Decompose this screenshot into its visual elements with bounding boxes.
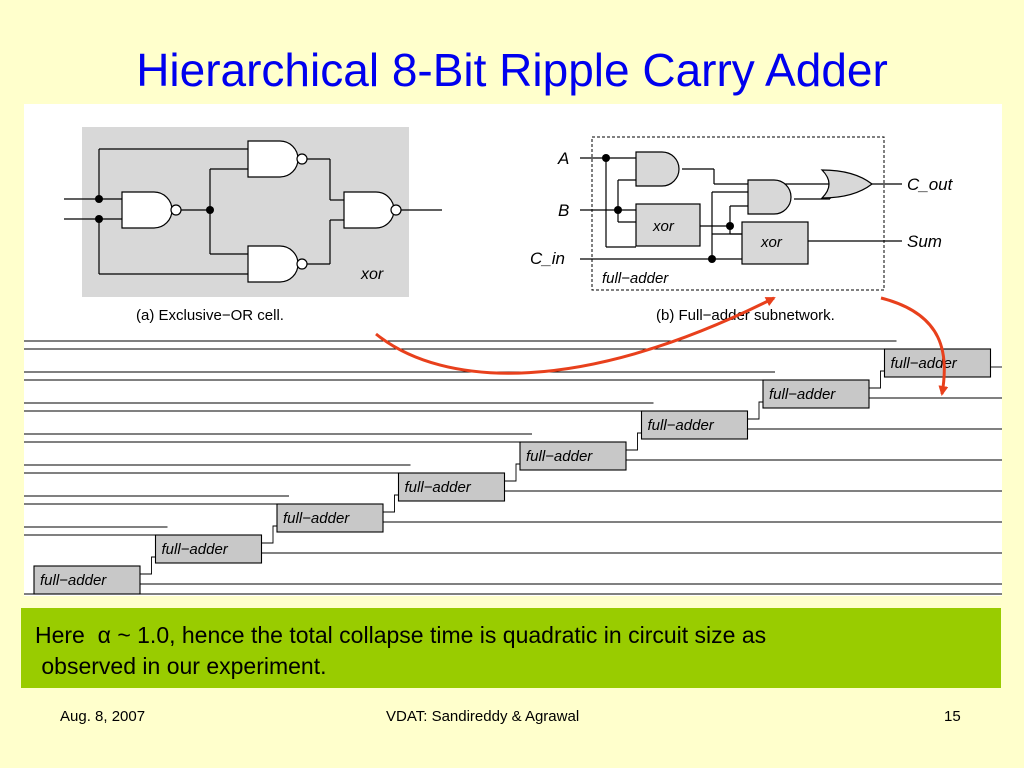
full-adder-block-box	[397, 472, 506, 502]
expand-arrow-left	[375, 296, 776, 375]
full-adder-block: full−adder	[640, 410, 749, 440]
full-adder-diagram: A B C_in C_out Sum xor xor full−adder (b…	[530, 136, 954, 324]
xor-cell-label: xor	[360, 266, 384, 283]
carry-wire	[140, 556, 156, 575]
footer-date: Aug. 8, 2007	[60, 708, 146, 725]
port-a-label: A	[557, 149, 569, 168]
ripple-chain: full−adder full−adder full−adder full−adder…	[24, 340, 1002, 595]
port-c-in-label: C_in	[530, 249, 565, 268]
full-adder-block-label: full−adder	[162, 541, 229, 558]
full-adder-caption: (b) Full−adder subnetwork.	[656, 307, 835, 324]
full-adder-boundary	[591, 136, 885, 291]
nand-gate-bottom	[247, 245, 299, 283]
slide-title: Hierarchical 8-Bit Ripple Carry Adder	[136, 44, 888, 96]
carry-wire	[626, 432, 642, 451]
carry-wire	[869, 370, 885, 389]
xor-block-2-label: xor	[760, 234, 783, 251]
or-gate	[820, 169, 873, 199]
carry-wire	[261, 525, 277, 544]
carry-wire	[383, 494, 399, 513]
full-adder-block-label: full−adder	[405, 479, 472, 496]
full-adder-block-label: full−adder	[40, 572, 107, 589]
xor-block-2	[741, 221, 809, 265]
nand-gate-output	[343, 191, 395, 229]
xor-block-1	[635, 203, 701, 247]
and-gate-1	[635, 151, 680, 187]
full-adder-block: full−adder	[276, 503, 384, 533]
full-adder-block-box	[33, 565, 141, 595]
full-adder-block-label: full−adder	[648, 417, 715, 434]
nand-gate-top	[247, 140, 299, 178]
full-adder-block-box	[154, 534, 263, 564]
footer-venue: VDAT: Sandireddy & Agrawal	[386, 708, 580, 725]
footer-page-number: 15	[944, 708, 961, 725]
xor-cell-caption: (a) Exclusive−OR cell.	[136, 307, 284, 324]
full-adder-block-label: full−adder	[526, 448, 593, 465]
full-adder-block-box	[883, 348, 992, 378]
full-adder-block: full−adder	[519, 441, 627, 471]
full-adder-block-label: full−adder	[891, 355, 958, 372]
and-gate-2	[747, 179, 792, 215]
full-adder-block-label: full−adder	[769, 386, 836, 403]
port-sum-label: Sum	[907, 232, 942, 251]
full-adder-block: full−adder	[154, 534, 263, 564]
nand-gate-input	[121, 191, 173, 229]
full-adder-block-box	[276, 503, 384, 533]
full-adder-block: full−adder	[883, 348, 992, 378]
full-adder-block: full−adder	[397, 472, 506, 502]
full-adder-block-label: full−adder	[283, 510, 350, 527]
full-adder-cell-label: full−adder	[602, 270, 669, 287]
circuit-figure: xor (a) Exclusive−OR cell.	[24, 104, 1002, 596]
carry-wire	[504, 463, 520, 482]
full-adder-block-box	[640, 410, 749, 440]
note-line-2: observed in our experiment.	[35, 653, 327, 679]
note-box: Here α ~ 1.0, hence the total collapse t…	[21, 608, 1001, 688]
port-b-label: B	[558, 201, 569, 220]
port-c-out-label: C_out	[907, 175, 954, 194]
xor-block-1-label: xor	[652, 218, 675, 235]
xor-cell-diagram: xor (a) Exclusive−OR cell.	[64, 127, 442, 324]
carry-wire	[747, 401, 763, 420]
full-adder-block: full−adder	[33, 565, 141, 595]
full-adder-block-box	[762, 379, 870, 409]
full-adder-block-box	[519, 441, 627, 471]
full-adder-block: full−adder	[762, 379, 870, 409]
note-line-1: Here α ~ 1.0, hence the total collapse t…	[35, 622, 767, 648]
expand-arrow-right	[880, 296, 949, 396]
